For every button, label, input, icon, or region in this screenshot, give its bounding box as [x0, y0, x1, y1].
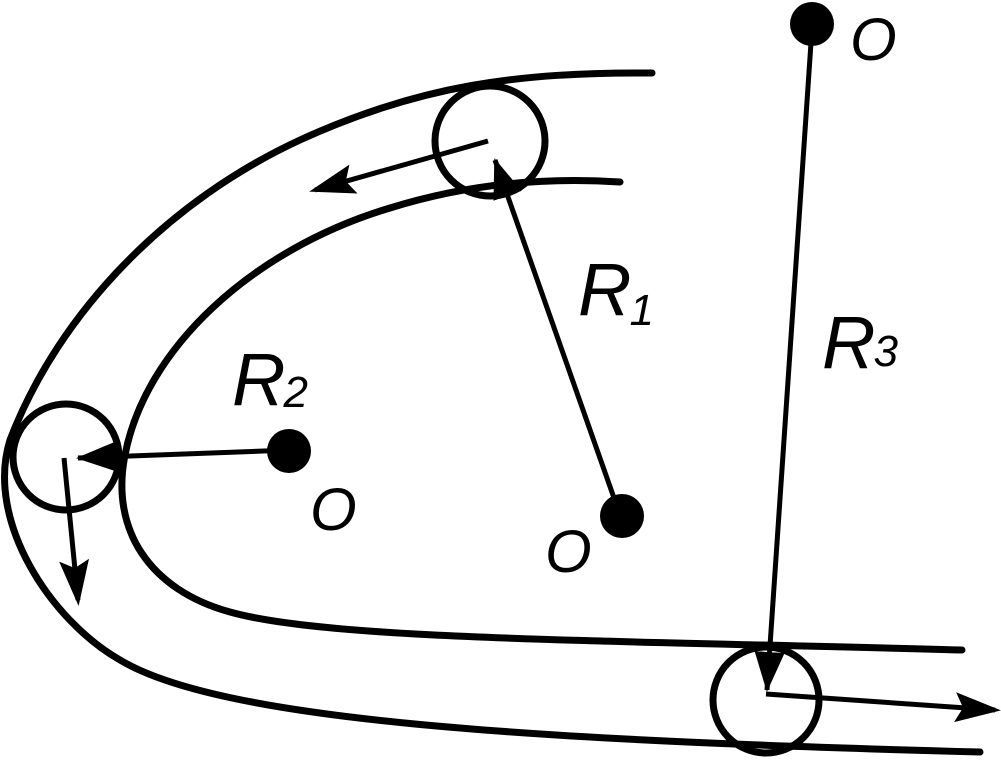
center-point-r2 — [267, 429, 311, 473]
label-center-o-r3: O — [850, 6, 897, 73]
label-r3: R3 — [822, 301, 898, 384]
outer-track — [1, 69, 984, 756]
label-center-o-r1: O — [545, 518, 592, 585]
radius-r2-line — [76, 441, 291, 472]
label-r2: R2 — [232, 338, 308, 421]
wheel-bottom — [709, 643, 823, 757]
label-center-o-r2: O — [310, 476, 357, 543]
velocity-arrow-top — [309, 138, 489, 194]
velocity-arrow-bottom — [765, 691, 1001, 723]
center-point-r1 — [600, 494, 644, 538]
radius-r1-line — [492, 158, 623, 516]
label-r1: R1 — [578, 248, 654, 335]
center-point-r3 — [790, 2, 834, 46]
inner-track — [118, 176, 966, 654]
velocity-arrow-left — [59, 457, 90, 606]
wheel-top — [431, 82, 549, 200]
radius-r3-line — [754, 27, 815, 692]
